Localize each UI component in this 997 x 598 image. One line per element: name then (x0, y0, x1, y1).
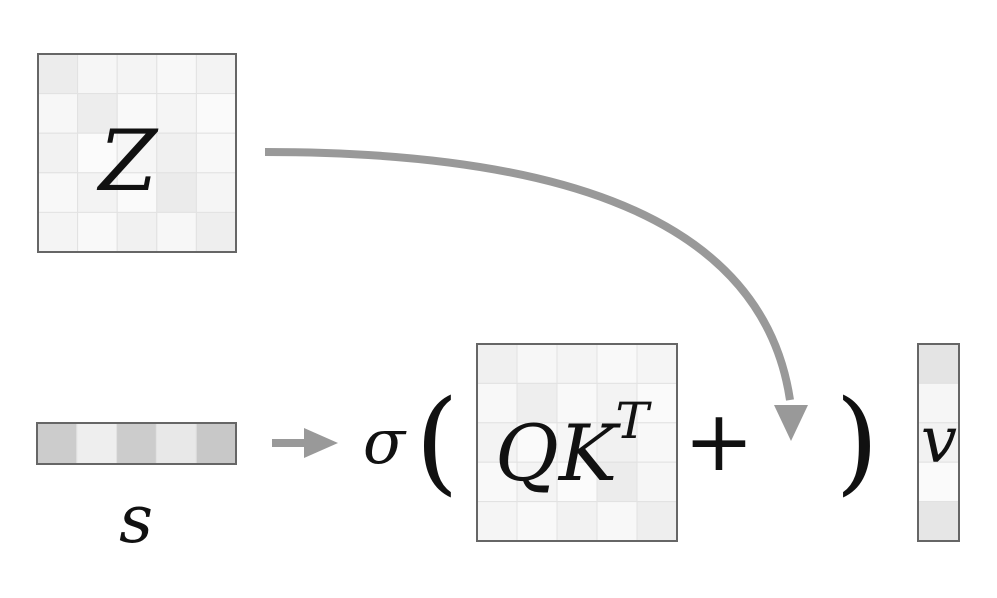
qk-matrix-border (476, 343, 678, 542)
z-matrix-cell (77, 53, 118, 95)
qk-matrix-cell (476, 343, 518, 384)
z-matrix-cell (37, 172, 79, 213)
qk-matrix-cell (556, 343, 598, 384)
qk-matrix-cell (596, 343, 638, 384)
z-matrix-cell (77, 132, 118, 174)
z-matrix-cell (195, 93, 237, 134)
qk-matrix-cell (636, 382, 678, 424)
qk-matrix-cell (636, 343, 678, 384)
s-vector-cell (195, 422, 237, 465)
z-matrix-cell (195, 132, 237, 174)
qk-matrix-cell (556, 501, 598, 542)
s-label: s (119, 481, 153, 558)
qk-matrix-cell (476, 501, 518, 542)
curved-arrow-head (774, 405, 808, 441)
s-vector (36, 422, 237, 465)
z-matrix-cell (37, 132, 79, 174)
z-matrix-cell (77, 211, 118, 253)
sigma-symbol: σ (363, 405, 407, 478)
qk-matrix-cell (556, 382, 598, 424)
v-vector-cell (917, 501, 960, 542)
z-matrix-cell (195, 172, 237, 213)
z-matrix-cell (116, 211, 158, 253)
s-vector-cell (76, 422, 118, 465)
z-matrix-cell (156, 211, 197, 253)
v-vector (917, 343, 960, 542)
plus-sign: + (684, 392, 754, 490)
qk-label: QK (495, 409, 622, 499)
z-matrix-cell (156, 93, 197, 134)
z-matrix (37, 53, 237, 253)
z-matrix-cell (195, 53, 237, 95)
s-vector-border (36, 422, 237, 465)
z-matrix-cell (116, 172, 158, 213)
s-vector-cell (116, 422, 157, 465)
z-matrix-cell (195, 211, 237, 253)
z-matrix-cell (156, 132, 197, 174)
curved-arrow (264, 148, 794, 401)
qk-matrix-cell (596, 382, 638, 424)
z-matrix-cell (116, 93, 158, 134)
transpose-superscript: T (615, 392, 652, 450)
qk-matrix-cell (516, 422, 558, 463)
qk-matrix-cell (596, 501, 638, 542)
z-matrix-cell (37, 53, 79, 95)
z-matrix-cell (156, 172, 197, 213)
s-vector-cell (36, 422, 78, 465)
close-paren: ) (835, 377, 879, 507)
z-matrix-border (37, 53, 237, 253)
v-vector-cell (917, 382, 960, 424)
open-paren: ( (415, 377, 459, 507)
z-matrix-cell (116, 53, 158, 95)
qk-matrix-cell (636, 501, 678, 542)
qk-matrix-cell (636, 461, 678, 503)
qk-matrix-cell (516, 343, 558, 384)
z-matrix-cell (77, 172, 118, 213)
z-label: Z (96, 112, 159, 210)
s-vector-cell (155, 422, 197, 465)
z-matrix-cell (156, 53, 197, 95)
v-vector-border (917, 343, 960, 542)
v-vector-cell (917, 422, 960, 463)
qk-matrix (476, 343, 678, 542)
z-matrix-cell (37, 211, 79, 253)
v-vector-cell (917, 343, 960, 384)
v-vector-cell (917, 461, 960, 503)
v-label: v (921, 404, 957, 478)
z-matrix-cell (37, 93, 79, 134)
qk-matrix-cell (516, 501, 558, 542)
straight-arrow-head (304, 428, 338, 458)
